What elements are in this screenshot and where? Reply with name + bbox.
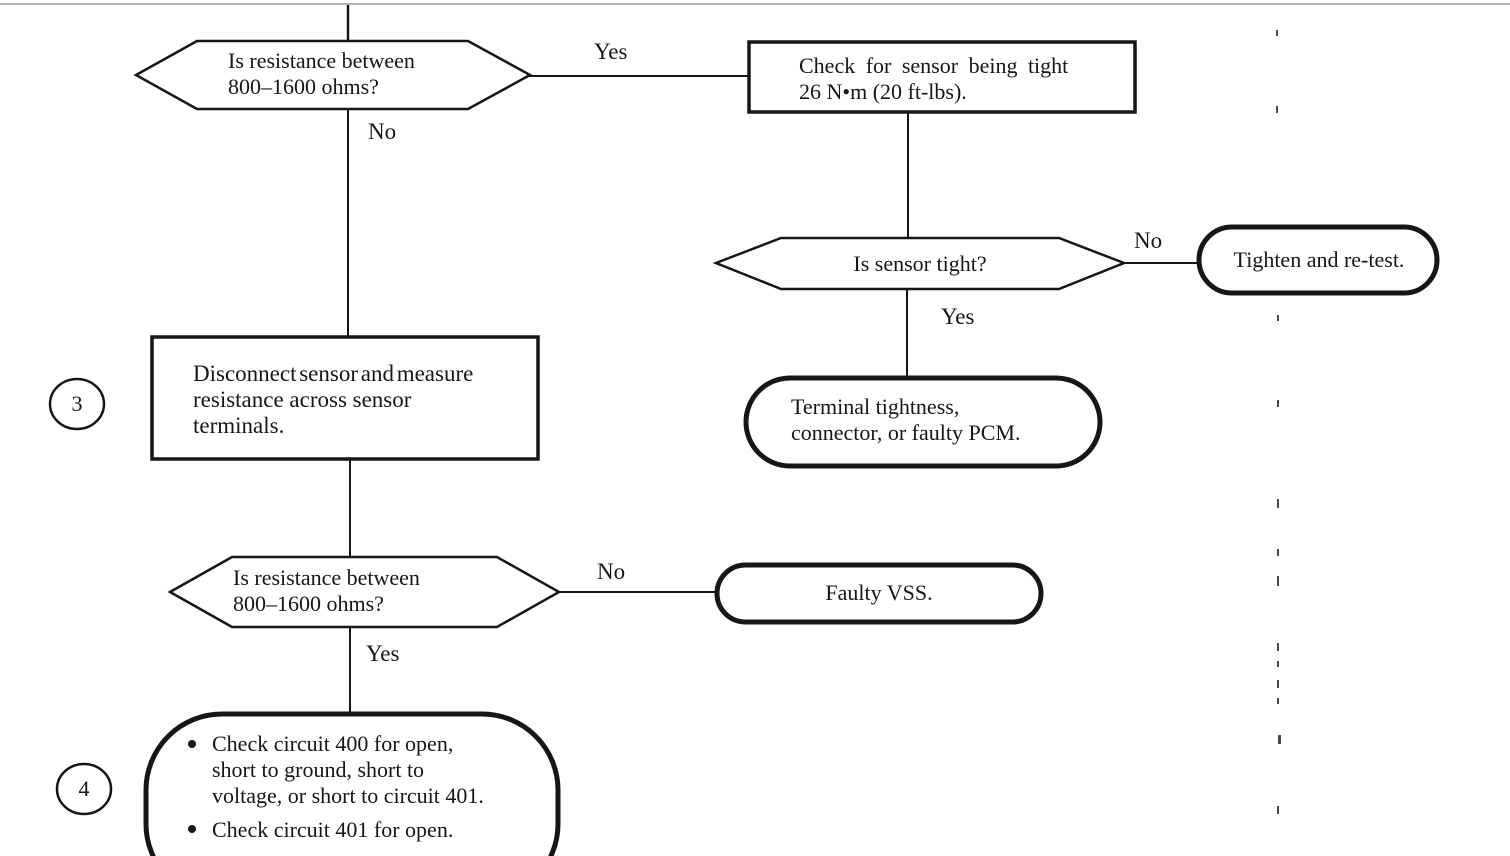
text-line: 26 N•m (20 ft-lbs).	[799, 79, 967, 104]
text-line: Check circuit 401 for open.	[212, 817, 454, 842]
branch-label-no-resistance-lower: No	[597, 559, 626, 584]
step-number-4: 4	[78, 776, 90, 801]
decision-resistance-lower-shape	[167, 555, 562, 629]
step-number-3: 3	[71, 391, 83, 416]
text-line: terminals.	[193, 413, 285, 438]
branch-label-yes-top: Yes	[594, 39, 628, 64]
bullet-dot-1	[188, 740, 196, 748]
text-line: Is resistance between	[228, 48, 415, 73]
process-check-sensor-tight-shape	[747, 40, 1137, 114]
terminal-terminal-tightness-text: Terminal tightness, connector, or faulty…	[791, 394, 1020, 446]
text-line: Tighten and re-test.	[1233, 247, 1405, 272]
terminal-faulty-vss-shape	[714, 562, 1044, 625]
terminal-tighten-retest-text: Tighten and re-test.	[1202, 229, 1436, 291]
text-line: connector, or faulty PCM.	[791, 420, 1021, 445]
decision-resistance-lower-text: Is resistance between 800–1600 ohms?	[233, 565, 420, 617]
scan-artifact-dashes	[1276, 30, 1281, 814]
terminal-faulty-vss-text: Faulty VSS.	[717, 566, 1041, 619]
text-line: resistance across sensor	[193, 387, 412, 412]
text-line: Is sensor tight?	[853, 250, 987, 276]
branch-label-no-sensor-tight: No	[1134, 228, 1163, 253]
terminal-check-circuits-shape	[143, 711, 561, 856]
text-line: Is resistance between	[233, 565, 420, 590]
decision-resistance-top-shape	[133, 39, 533, 111]
branch-label-yes-sensor-tight: Yes	[941, 304, 975, 329]
text-line: 800–1600 ohms?	[228, 74, 379, 99]
step-circle-3-shape	[48, 377, 106, 431]
decision-sensor-tight-text: Is sensor tight?	[716, 238, 1124, 289]
text-line: 800–1600 ohms?	[233, 591, 384, 616]
process-disconnect-sensor-shape	[150, 335, 540, 461]
text-line: voltage, or short to circuit 401.	[212, 783, 484, 808]
terminal-terminal-tightness-shape	[743, 375, 1103, 469]
text-line: short to ground, short to	[212, 757, 425, 782]
branch-label-yes-resistance-lower: Yes	[366, 641, 400, 666]
check-circuits-bullet1-text: Check circuit 400 for open, short to gro…	[212, 731, 484, 809]
page-top-scan-line	[0, 3, 1510, 5]
process-disconnect-sensor-text: Disconnect sensor and measure resistance…	[193, 361, 473, 439]
terminal-tighten-retest-shape	[1196, 224, 1440, 296]
check-circuits-bullet2-text: Check circuit 401 for open.	[212, 817, 453, 843]
decision-sensor-tight-shape	[712, 236, 1128, 291]
branch-label-no-top: No	[368, 119, 397, 144]
text-line: Check circuit 400 for open,	[212, 731, 454, 756]
text-line: Disconnect sensor and measure	[193, 361, 474, 386]
text-line: Faulty VSS.	[825, 579, 933, 605]
text-line: Terminal tightness,	[791, 394, 960, 419]
bullet-dot-2	[188, 825, 196, 833]
decision-resistance-top-text: Is resistance between 800–1600 ohms?	[228, 48, 415, 100]
step-circle-4-shape	[55, 762, 113, 816]
text-line: Check for sensor being tight	[799, 53, 1069, 78]
process-check-sensor-tight-text: Check for sensor being tight 26 N•m (20 …	[799, 53, 1068, 105]
